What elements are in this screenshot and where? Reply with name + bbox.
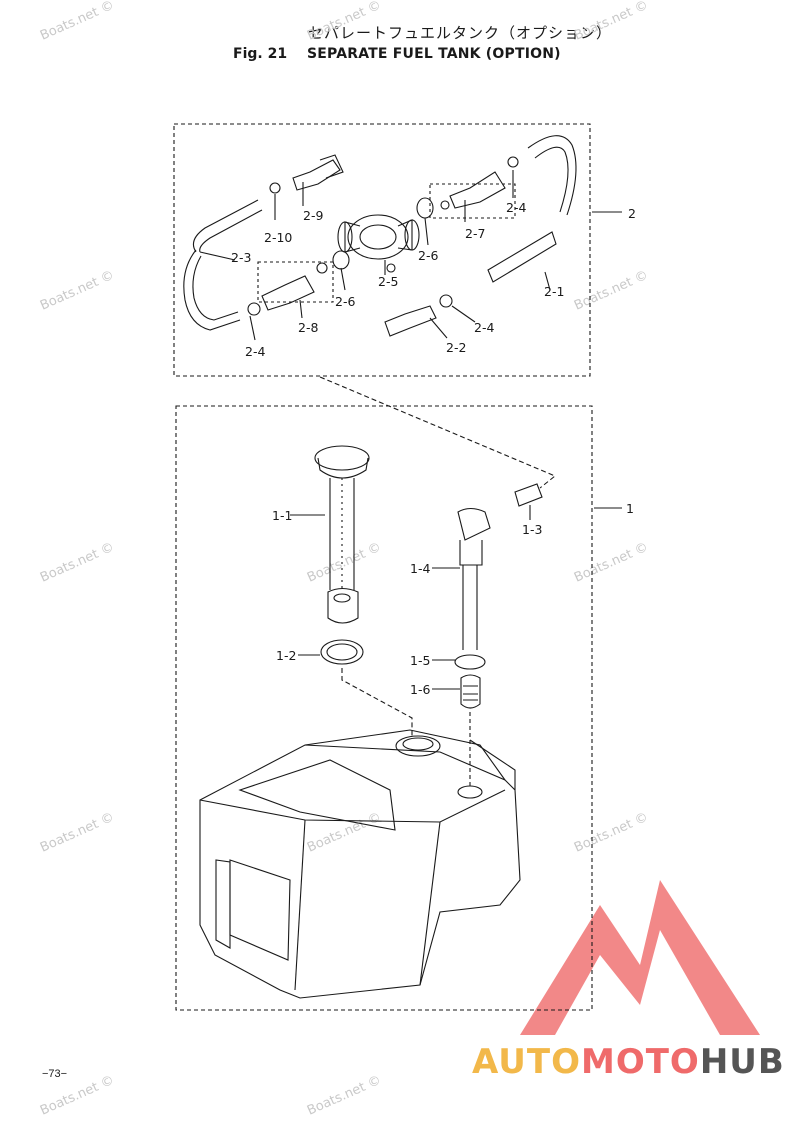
elbow-1-3 xyxy=(457,483,543,566)
figure-label: Fig. 21 xyxy=(233,46,288,62)
callout-2-6: 2-6 xyxy=(335,294,355,309)
brand-logo-icon xyxy=(520,880,760,1035)
primer-bulb-2-5 xyxy=(337,214,420,273)
callout-1-2: 1-2 xyxy=(276,648,296,663)
callout-1-1: 1-1 xyxy=(272,508,292,523)
callout-2-7: 2-7 xyxy=(465,226,485,241)
hose-2-3 xyxy=(183,199,263,331)
callout-1-3: 1-3 xyxy=(522,522,542,537)
callout-2-4: 2-4 xyxy=(506,200,526,215)
callout-2-10: 2-10 xyxy=(264,230,292,245)
callout-2-6: 2-6 xyxy=(418,248,438,263)
o-ring-1-5 xyxy=(454,654,486,670)
callout-2: 2 xyxy=(628,206,636,221)
callout-1-4: 1-4 xyxy=(410,561,430,576)
group-box-2 xyxy=(173,123,591,377)
callout-2-1: 2-1 xyxy=(544,284,564,299)
brand-part-3: HUB xyxy=(699,1042,785,1082)
diagram-title: SEPARATE FUEL TANK (OPTION) xyxy=(307,46,561,62)
page-number: −73− xyxy=(42,1068,68,1080)
pickup-tube-1-4 xyxy=(462,565,478,650)
hose-2-1 xyxy=(487,135,577,283)
connector-2-2 xyxy=(384,294,453,337)
brand-wordmark: AUTOMOTOHUB xyxy=(472,1042,785,1082)
callout-1-6: 1-6 xyxy=(410,682,430,697)
callout-2-5: 2-5 xyxy=(378,274,398,289)
connector-line xyxy=(319,376,557,489)
callout-2-4: 2-4 xyxy=(245,344,265,359)
group-box-1 xyxy=(175,405,593,1011)
callout-2-9: 2-9 xyxy=(303,208,323,223)
filter-1-6 xyxy=(460,674,481,709)
fuel-tank xyxy=(199,729,521,999)
connector-2-7 xyxy=(416,156,519,219)
callout-1: 1 xyxy=(626,501,634,516)
connector-2-8 xyxy=(247,250,350,316)
callout-2-4: 2-4 xyxy=(474,320,494,335)
callout-2-3: 2-3 xyxy=(231,250,251,265)
brand-part-1: AUTO xyxy=(472,1042,581,1082)
callout-1-5: 1-5 xyxy=(410,653,430,668)
callout-2-2: 2-2 xyxy=(446,340,466,355)
callout-2-8: 2-8 xyxy=(298,320,318,335)
connector-2-9 xyxy=(269,154,344,194)
japanese-title: セパレートフュエルタンク（オプション） xyxy=(308,24,613,42)
brand-part-2: MOTO xyxy=(580,1042,700,1082)
fuel-gauge-1-1 xyxy=(314,445,370,624)
o-ring-1-2 xyxy=(320,639,364,665)
